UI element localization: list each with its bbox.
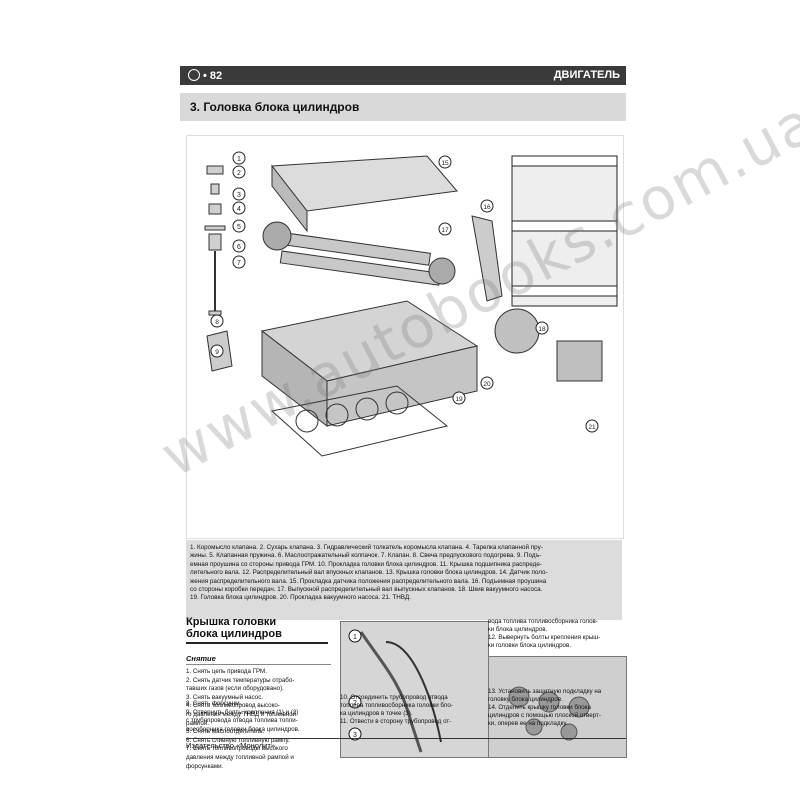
step-line: 9. Отвернуть болты крепления (1) и (2) xyxy=(186,708,299,716)
engine-head-illustration: 1 2 3 4 5 6 7 xyxy=(204,151,618,457)
removal-steps: 1. Снять цепь привода ГРМ. 2. Снять датч… xyxy=(186,668,336,771)
steps-right-top: вода топлива топливосборника голов- ки б… xyxy=(488,618,601,649)
steps-middle: 10. Отсоединить трубопровод отвода топли… xyxy=(340,694,453,725)
step-line: 6. Снять сливную топливную рампу. xyxy=(186,736,290,744)
subsection-heading: Крышка головки блока цилиндров xyxy=(186,616,328,644)
svg-text:9: 9 xyxy=(215,349,219,356)
page-number: • 82 xyxy=(188,69,222,82)
caption-line: со стороны коробки передач. 17. Выпускно… xyxy=(190,586,543,594)
caption-line: жения распределительного вала. 15. Прокл… xyxy=(190,577,547,585)
svg-text:17: 17 xyxy=(441,227,449,234)
removal-steps-cont: 8. Снять форсунки. 9. Отвернуть болты кр… xyxy=(186,700,336,734)
step-line: с трубопровода отвода топлива топли- xyxy=(186,717,298,725)
svg-text:4: 4 xyxy=(237,206,241,213)
section-title-bar: 3. Головка блока цилиндров xyxy=(180,93,626,121)
removal-heading: Снятие xyxy=(186,654,331,665)
manual-page: • 82 ДВИГАТЕЛЬ 3. Головка блока цилиндро… xyxy=(180,66,627,770)
svg-text:20: 20 xyxy=(483,381,491,388)
publisher-footer: Издательство «Монолит» xyxy=(186,738,626,750)
svg-text:2: 2 xyxy=(237,170,241,177)
step-line: 4. Снять топливопровод высоко- xyxy=(186,702,280,710)
photo-fuel-return-pipe: 1 2 3 xyxy=(340,621,489,758)
caption-line: лительного вала. 12. Распределительный в… xyxy=(190,569,548,577)
photo-head-cover xyxy=(488,656,627,758)
step-line: 7. Снять топливопроводы высокого xyxy=(186,745,288,753)
svg-text:3: 3 xyxy=(237,192,241,199)
step-line: 2. Снять датчик температуры отрабо- xyxy=(186,676,295,684)
step-line: 8. Снять форсунки. xyxy=(186,700,242,707)
section-name: ДВИГАТЕЛЬ xyxy=(553,69,620,81)
step-line: давления между топливной рампой и xyxy=(186,753,294,761)
caption-line: жины. 5. Клапанная пружина. 6. Маслоотра… xyxy=(190,552,542,560)
step-line: тавших газов (если оборудовано). xyxy=(186,685,284,693)
svg-text:6: 6 xyxy=(237,244,241,251)
step-line: го давления между ТНВД и топливной xyxy=(186,710,297,718)
caption-line: 1. Коромысло клапана. 2. Сухарь клапана.… xyxy=(190,544,543,551)
svg-text:1: 1 xyxy=(237,156,241,163)
svg-text:5: 5 xyxy=(237,224,241,231)
publisher-logo-icon xyxy=(188,69,200,81)
svg-text:18: 18 xyxy=(538,326,546,333)
photo-label: 3 xyxy=(353,732,357,739)
step-line: 5. Снять маслоотделитель. xyxy=(186,728,265,736)
figure-caption: 1. Коромысло клапана. 2. Сухарь клапана.… xyxy=(186,540,622,620)
svg-text:21: 21 xyxy=(588,424,596,431)
step-line: вособорника головки блока цилиндров. xyxy=(186,725,300,733)
page-header: • 82 ДВИГАТЕЛЬ xyxy=(180,66,626,85)
photo-label: 1 xyxy=(353,634,357,641)
step-line: 3. Снять вакуумный насос. xyxy=(186,693,264,701)
svg-text:7: 7 xyxy=(237,260,241,267)
exploded-diagram: 1 2 3 4 5 6 7 xyxy=(186,135,624,539)
section-title: 3. Головка блока цилиндров xyxy=(190,100,360,114)
step-line: рампой. xyxy=(186,719,210,727)
step-line: 1. Снять цепь привода ГРМ. xyxy=(186,668,267,675)
svg-text:16: 16 xyxy=(483,204,491,211)
svg-text:19: 19 xyxy=(455,396,463,403)
step-line: форсунками. xyxy=(186,762,224,770)
rocker-arm-shape xyxy=(206,165,224,175)
svg-text:15: 15 xyxy=(441,160,449,167)
svg-text:8: 8 xyxy=(215,319,219,326)
photo-label: 2 xyxy=(353,700,357,707)
caption-line: 19. Головка блока цилиндров. 20. Проклад… xyxy=(190,594,411,602)
steps-right-bottom: 13. Установить защитную подкладку на гол… xyxy=(488,688,602,727)
caption-line: емная проушина со стороны привода ГРМ. 1… xyxy=(190,560,542,568)
